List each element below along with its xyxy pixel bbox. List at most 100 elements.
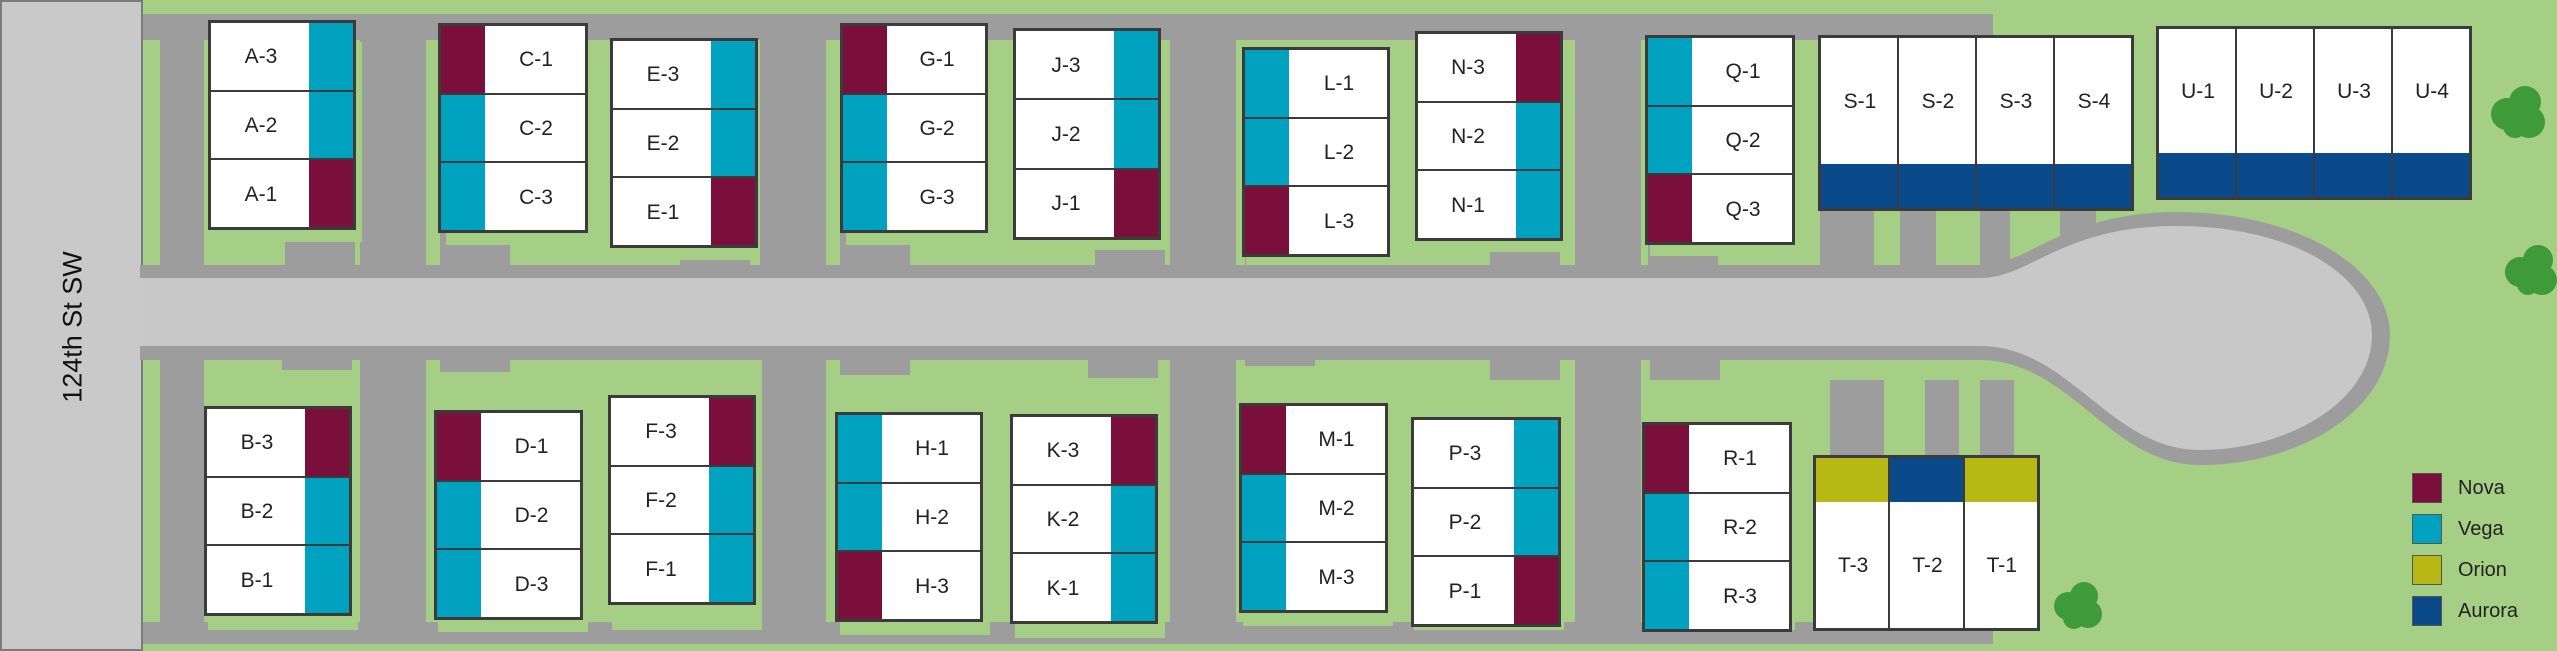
unit-a-3[interactable]: A-3 <box>210 22 354 91</box>
unit-label: K-1 <box>1046 576 1080 600</box>
unit-j-3[interactable]: J-3 <box>1015 30 1159 100</box>
unit-label: M-2 <box>1318 496 1355 520</box>
unit-m-3[interactable]: M-3 <box>1241 542 1386 611</box>
unit-label: T-2 <box>1912 554 1943 577</box>
unit-r-3[interactable]: R-3 <box>1644 561 1790 630</box>
unit-n-2[interactable]: N-2 <box>1417 101 1561 171</box>
unit-s-4[interactable]: S-4 <box>2054 37 2132 209</box>
unit-e-2[interactable]: E-2 <box>612 108 756 178</box>
driveway <box>1820 210 1874 270</box>
unit-r-2[interactable]: R-2 <box>1644 492 1790 562</box>
unit-label: S-3 <box>1999 90 2033 113</box>
unit-f-3[interactable]: F-3 <box>610 397 754 466</box>
unit-c-3[interactable]: C-3 <box>440 162 586 231</box>
unit-q-1[interactable]: Q-1 <box>1647 37 1793 106</box>
unit-u-3[interactable]: U-3 <box>2314 28 2392 198</box>
unit-s-2[interactable]: S-2 <box>1898 37 1976 209</box>
unit-p-3[interactable]: P-3 <box>1413 419 1559 488</box>
legend-swatch <box>2412 596 2442 626</box>
unit-k-2[interactable]: K-2 <box>1012 484 1156 554</box>
unit-p-1[interactable]: P-1 <box>1413 556 1559 625</box>
unit-f-1[interactable]: F-1 <box>610 534 754 603</box>
unit-type-swatch <box>1899 164 1975 208</box>
unit-c-2[interactable]: C-2 <box>440 93 586 163</box>
unit-label: A-2 <box>244 113 278 137</box>
unit-t-1[interactable]: T-1 <box>1963 457 2038 629</box>
unit-h-2[interactable]: H-2 <box>837 482 981 552</box>
unit-s-1[interactable]: S-1 <box>1820 37 1898 209</box>
driveway <box>1980 210 2010 270</box>
unit-b-3[interactable]: B-3 <box>206 408 350 477</box>
unit-l-1[interactable]: L-1 <box>1244 49 1388 118</box>
unit-s-3[interactable]: S-3 <box>1976 37 2054 209</box>
unit-u-1[interactable]: U-1 <box>2158 28 2236 198</box>
unit-type-swatch <box>441 163 485 230</box>
unit-q-2[interactable]: Q-2 <box>1647 105 1793 175</box>
unit-a-2[interactable]: A-2 <box>210 90 354 160</box>
unit-n-1[interactable]: N-1 <box>1417 170 1561 239</box>
unit-type-swatch <box>1114 31 1158 99</box>
unit-b-1[interactable]: B-1 <box>206 545 350 614</box>
unit-g-2[interactable]: G-2 <box>842 93 986 163</box>
unit-type-swatch <box>305 546 349 613</box>
unit-q-3[interactable]: Q-3 <box>1647 174 1793 243</box>
unit-label: E-1 <box>646 200 680 224</box>
unit-label: G-3 <box>919 185 955 209</box>
unit-e-3[interactable]: E-3 <box>612 40 756 109</box>
unit-label: K-3 <box>1046 439 1080 463</box>
unit-m-2[interactable]: M-2 <box>1241 473 1386 543</box>
unit-k-1[interactable]: K-1 <box>1012 553 1156 622</box>
unit-h-1[interactable]: H-1 <box>837 414 981 483</box>
unit-u-4[interactable]: U-4 <box>2392 28 2470 198</box>
unit-type-swatch <box>1516 102 1560 170</box>
unit-r-1[interactable]: R-1 <box>1644 424 1790 493</box>
unit-n-3[interactable]: N-3 <box>1417 33 1561 102</box>
legend-label: Vega <box>2458 517 2504 540</box>
unit-j-2[interactable]: J-2 <box>1015 99 1159 169</box>
unit-d-2[interactable]: D-2 <box>436 480 581 550</box>
unit-label: M-1 <box>1318 428 1355 452</box>
unit-b-2[interactable]: B-2 <box>206 476 350 546</box>
unit-j-1[interactable]: J-1 <box>1015 168 1159 238</box>
unit-label: H-1 <box>915 437 949 461</box>
unit-type-swatch <box>1516 171 1560 238</box>
unit-label: A-3 <box>244 45 278 69</box>
unit-g-1[interactable]: G-1 <box>842 25 986 94</box>
unit-l-2[interactable]: L-2 <box>1244 117 1388 187</box>
unit-label: L-1 <box>1323 72 1355 96</box>
unit-g-3[interactable]: G-3 <box>842 162 986 231</box>
unit-t-3[interactable]: T-3 <box>1815 457 1890 629</box>
unit-e-1[interactable]: E-1 <box>612 177 756 246</box>
unit-label: N-3 <box>1451 56 1485 80</box>
road-surface <box>192 225 2372 450</box>
legend-swatch <box>2412 514 2442 544</box>
unit-h-3[interactable]: H-3 <box>837 551 981 620</box>
tree-icon <box>2491 86 2545 138</box>
unit-p-2[interactable]: P-2 <box>1413 487 1559 557</box>
unit-label: L-2 <box>1323 140 1355 164</box>
unit-d-1[interactable]: D-1 <box>436 412 581 481</box>
unit-d-3[interactable]: D-3 <box>436 549 581 618</box>
unit-f-2[interactable]: F-2 <box>610 465 754 535</box>
unit-type-swatch <box>437 481 481 549</box>
unit-m-1[interactable]: M-1 <box>1241 405 1386 474</box>
unit-a-1[interactable]: A-1 <box>210 159 354 228</box>
unit-k-3[interactable]: K-3 <box>1012 416 1156 485</box>
unit-type-swatch <box>1964 458 2037 502</box>
unit-t-2[interactable]: T-2 <box>1889 457 1964 629</box>
unit-u-2[interactable]: U-2 <box>2236 28 2314 198</box>
unit-label: A-1 <box>244 182 278 206</box>
legend-label: Nova <box>2458 476 2505 499</box>
unit-l-3[interactable]: L-3 <box>1244 186 1388 255</box>
unit-type-swatch <box>441 26 485 93</box>
unit-c-1[interactable]: C-1 <box>440 25 586 94</box>
unit-type-swatch <box>305 409 349 476</box>
